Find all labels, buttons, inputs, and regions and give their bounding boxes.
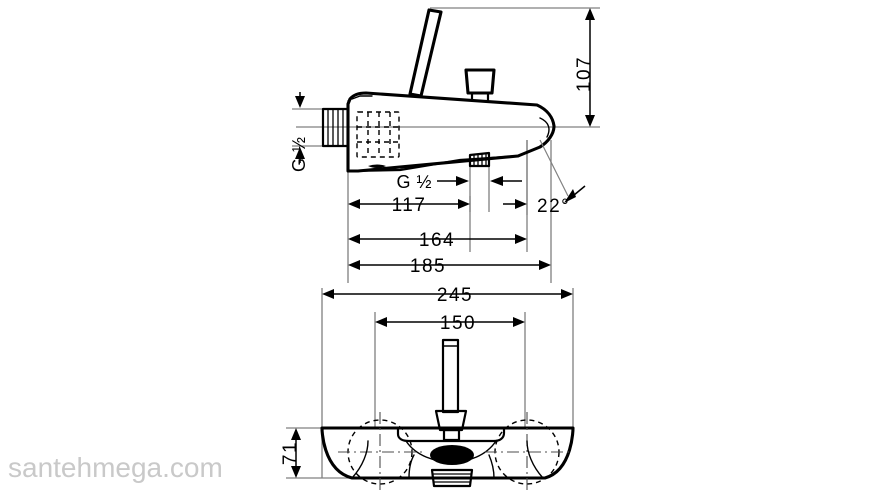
side-elevation-view: 107 G ½ [289,7,600,283]
dimension-107: 107 [574,8,595,127]
lever-handle [408,8,443,98]
dimension-164: 164 [348,230,527,251]
angle-22-leader: 22° [537,139,586,217]
thread-label-bottom-text: G ½ [396,172,432,192]
dimension-185: 185 [348,256,551,277]
site-watermark: santehmega.com [8,452,223,483]
front-shell-contour-lines [351,440,544,479]
thread-label-left: G ½ [289,92,309,172]
dimension-107-label: 107 [574,56,595,92]
dimension-117: 117 [348,195,470,216]
front-body-rim [396,426,506,443]
dimension-71-label: 71 [280,441,301,465]
thread-label-left-text: G ½ [289,136,309,172]
angle-22-label: 22° [537,196,570,217]
dimension-117-label: 117 [392,195,427,216]
outlet-connector [468,151,491,168]
outlet-rect [430,468,474,488]
spout-nose-inner-arc [539,117,550,138]
dimension-71: 71 [280,428,301,478]
body-foot-marker [368,164,386,168]
diverter-knob [464,68,496,102]
dimension-22-arrow [503,199,527,209]
dimension-185-label: 185 [410,256,446,277]
internal-cartridge-hidden [356,111,400,158]
left-handle-circle [338,412,422,492]
dimension-164-label: 164 [419,230,455,251]
thread-hatching [327,109,344,146]
front-lever-shaft [434,338,468,442]
dimension-150-label: 150 [440,313,476,334]
aerator-ellipse [430,445,474,465]
body-shoulder-detail [351,95,373,100]
outlet-thread-hatching [473,153,487,166]
dimension-245: 245 [322,285,573,306]
right-handle-circle [485,412,569,492]
thread-label-bottom: G ½ [396,172,522,192]
front-elevation-view: 245 150 71 [280,285,575,492]
dimension-150: 150 [375,313,525,334]
dimension-245-label: 245 [437,285,473,306]
front-view-extension-lines [286,288,574,479]
